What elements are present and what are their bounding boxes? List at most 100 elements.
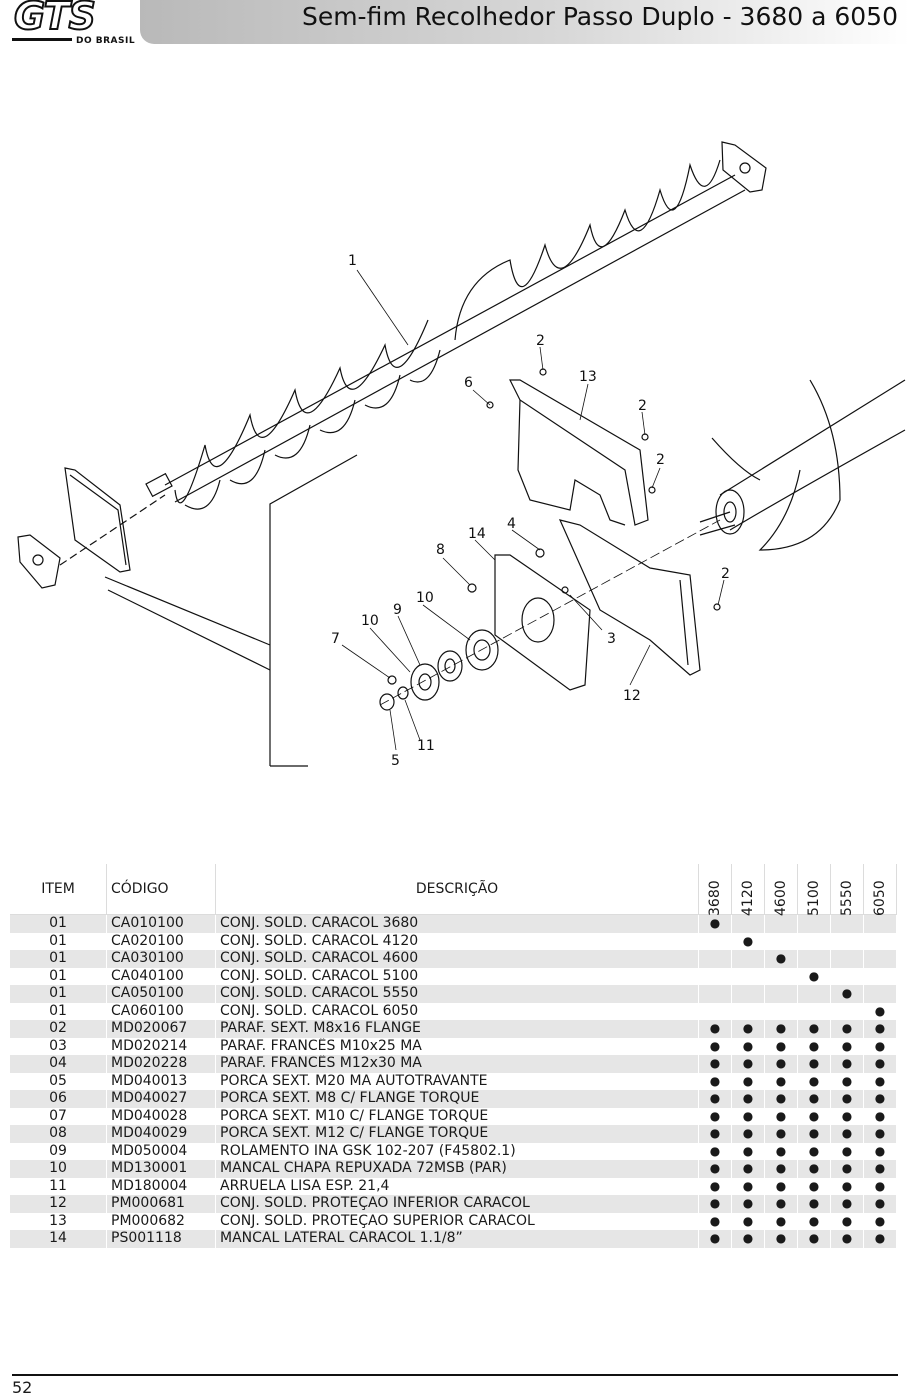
cell-model-mark: ● (797, 1142, 831, 1160)
cell-model-mark: ● (830, 1037, 864, 1055)
cell-model-mark: ● (764, 1212, 798, 1230)
cell-item: 01 (10, 967, 107, 985)
cell-model-mark (764, 932, 798, 950)
cell-description: MANCAL LATERAL CARACOL 1.1/8” (215, 1230, 699, 1248)
cell-description: PORCA SEXT. M12 C/ FLANGE TORQUE (215, 1125, 699, 1143)
callout-5: 5 (391, 753, 400, 769)
cell-model-mark (863, 950, 897, 968)
callout-12: 12 (623, 688, 641, 704)
cell-model-mark (731, 1002, 765, 1020)
cell-code: CA050100 (106, 985, 216, 1003)
cell-model-mark: ● (698, 1107, 732, 1125)
callout-2: 2 (721, 566, 730, 582)
callout-6: 6 (464, 375, 473, 391)
header-item: ITEM (10, 864, 107, 915)
cell-model-mark: ● (731, 1177, 765, 1195)
cell-description: PORCA SEXT. M8 C/ FLANGE TORQUE (215, 1090, 699, 1108)
cell-code: CA060100 (106, 1002, 216, 1020)
cell-model-mark (731, 950, 765, 968)
cell-model-mark: ● (698, 1195, 732, 1213)
cell-model-mark: ● (698, 914, 732, 933)
header-model-6050: 6050 (863, 864, 897, 916)
cell-model-mark: ● (764, 1195, 798, 1213)
callout-2: 2 (638, 398, 647, 414)
callout-14: 14 (468, 526, 486, 542)
cell-model-mark: ● (830, 1230, 864, 1248)
callout-3: 3 (607, 631, 616, 647)
cell-model-mark (830, 914, 864, 933)
logo-subtitle: DO BRASIL (76, 36, 136, 46)
cell-description: MANCAL CHAPA REPUXADA 72MSB (PAR) (215, 1160, 699, 1178)
cell-model-mark: ● (764, 1037, 798, 1055)
cell-model-mark (797, 1002, 831, 1020)
callout-1: 1 (348, 253, 357, 269)
cell-model-mark (764, 967, 798, 985)
cell-model-mark (863, 932, 897, 950)
cell-model-mark: ● (731, 1125, 765, 1143)
cell-model-mark: ● (830, 1107, 864, 1125)
cell-code: MD040029 (106, 1125, 216, 1143)
callout-11: 11 (417, 738, 435, 754)
header-model-5100: 5100 (797, 864, 831, 916)
cell-item: 01 (10, 950, 107, 968)
cell-model-mark: ● (764, 1142, 798, 1160)
cell-model-mark: ● (731, 1055, 765, 1073)
cell-model-mark: ● (764, 1072, 798, 1090)
cell-model-mark (863, 967, 897, 985)
callout-13: 13 (579, 369, 597, 385)
auger-drawing (17, 141, 906, 767)
cell-model-mark: ● (863, 1125, 897, 1143)
cell-model-mark: ● (698, 1125, 732, 1143)
cell-model-mark: ● (731, 1107, 765, 1125)
cell-model-mark: ● (830, 1142, 864, 1160)
cell-item: 08 (10, 1125, 107, 1143)
cell-item: 02 (10, 1020, 107, 1038)
cell-item: 04 (10, 1055, 107, 1073)
cell-model-mark: ● (797, 1020, 831, 1038)
cell-item: 09 (10, 1142, 107, 1160)
cell-model-mark: ● (764, 1090, 798, 1108)
cell-code: MD020067 (106, 1020, 216, 1038)
cell-model-mark: ● (797, 1125, 831, 1143)
header-bar: Sem-fim Recolhedor Passo Duplo - 3680 a … (140, 0, 910, 44)
cell-model-mark: ● (731, 1090, 765, 1108)
callout-2: 2 (536, 333, 545, 349)
cell-model-mark: ● (797, 1195, 831, 1213)
cell-model-mark (698, 985, 732, 1003)
cell-item: 13 (10, 1212, 107, 1230)
cell-item: 07 (10, 1107, 107, 1125)
cell-model-mark (863, 985, 897, 1003)
cell-model-mark (830, 932, 864, 950)
cell-model-mark: ● (698, 1160, 732, 1178)
cell-code: MD180004 (106, 1177, 216, 1195)
cell-description: PARAF. FRANCÊS M10x25 MA (215, 1037, 699, 1055)
cell-item: 03 (10, 1037, 107, 1055)
cell-model-mark: ● (830, 1090, 864, 1108)
cell-model-mark: ● (863, 1002, 897, 1020)
cell-model-mark: ● (698, 1142, 732, 1160)
cell-item: 01 (10, 985, 107, 1003)
cell-model-mark: ● (863, 1090, 897, 1108)
cell-model-mark (797, 950, 831, 968)
cell-model-mark: ● (764, 1020, 798, 1038)
cell-model-mark: ● (698, 1090, 732, 1108)
cell-item: 01 (10, 914, 107, 933)
cell-model-mark: ● (863, 1037, 897, 1055)
callout-labels: 1 2 6 13 2 2 14 4 8 2 9 10 10 7 3 12 11 … (331, 253, 730, 769)
cell-model-mark (830, 950, 864, 968)
cell-model-mark: ● (863, 1177, 897, 1195)
cell-item: 01 (10, 1002, 107, 1020)
cell-model-mark: ● (764, 1177, 798, 1195)
cell-model-mark: ● (764, 1125, 798, 1143)
